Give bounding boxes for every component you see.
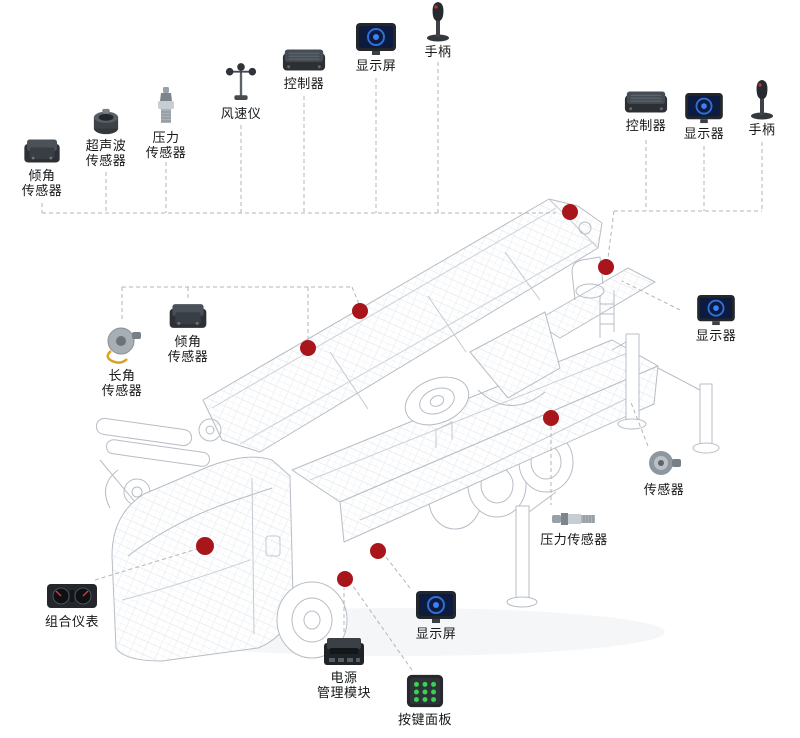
component-joystick-right: 手柄 — [728, 78, 796, 138]
connector-sensor-right — [629, 399, 649, 447]
mount-point-dot — [300, 340, 316, 356]
connector-keypad — [352, 585, 413, 671]
component-label: 长角 传感器 — [101, 369, 143, 400]
display-icon — [355, 22, 397, 56]
component-pressure-sensor-upper: 压力 传感器 — [132, 86, 200, 162]
tilt-sensor-icon — [20, 136, 64, 166]
keypad-icon — [404, 672, 446, 710]
mount-dots — [196, 204, 614, 587]
round-sensor-icon — [645, 446, 683, 480]
mount-point-dot — [337, 571, 353, 587]
tilt-sensor-icon — [166, 300, 210, 332]
component-power-module: 电源 管理模块 — [304, 634, 384, 702]
component-keypad-panel: 按键面板 — [386, 672, 464, 728]
component-label: 倾角 传感器 — [167, 335, 209, 366]
component-label: 压力 传感器 — [145, 131, 187, 162]
connector-top-right-group — [607, 140, 763, 259]
component-label: 控制器 — [283, 77, 325, 92]
component-label: 控制器 — [625, 119, 667, 134]
controller-icon — [623, 88, 669, 116]
component-label: 电源 管理模块 — [316, 671, 371, 702]
component-label: 风速仪 — [220, 107, 262, 122]
component-label: 传感器 — [643, 483, 685, 498]
component-display-mid-right: 显示器 — [682, 294, 750, 344]
component-tilt-sensor-upper-left: 倾角 传感器 — [8, 136, 76, 200]
component-controller-right: 控制器 — [612, 88, 680, 134]
display-icon — [415, 590, 457, 624]
connector-mid-left-group — [121, 286, 360, 340]
component-pressure-sensor-lower: 压力传感器 — [528, 508, 620, 548]
component-label: 显示屏 — [355, 59, 397, 74]
component-controller-upper: 控制器 — [270, 46, 338, 92]
joystick-icon — [747, 78, 777, 120]
display-icon — [684, 92, 724, 124]
component-display-lower: 显示屏 — [402, 590, 470, 642]
mount-point-dot — [370, 543, 386, 559]
cable-sensor-icon — [101, 324, 143, 366]
connector-lines — [41, 62, 763, 671]
display-icon — [696, 294, 736, 326]
component-label: 手柄 — [424, 45, 452, 60]
component-label: 显示器 — [683, 127, 725, 142]
instrument-cluster-icon — [45, 578, 99, 612]
controller-icon — [281, 46, 327, 74]
mount-point-dot — [543, 410, 559, 426]
component-display-right: 显示器 — [670, 92, 738, 142]
joystick-icon — [423, 0, 453, 42]
component-ultrasonic-sensor: 超声波 传感器 — [72, 108, 140, 170]
component-anemometer: 风速仪 — [207, 62, 275, 122]
component-display-upper: 显示屏 — [342, 22, 410, 74]
mount-point-dot — [562, 204, 578, 220]
connector-display-mid-right — [621, 280, 681, 311]
component-label: 组合仪表 — [44, 615, 99, 630]
mount-point-dot — [598, 259, 614, 275]
component-instrument-cluster: 组合仪表 — [32, 578, 112, 630]
truck-crane-wireframe — [95, 198, 720, 662]
component-label: 手柄 — [748, 123, 776, 138]
component-label: 显示屏 — [415, 627, 457, 642]
component-label: 超声波 传感器 — [85, 139, 127, 170]
mount-point-dot — [352, 303, 368, 319]
component-joystick-upper: 手柄 — [404, 0, 472, 60]
connector-instrument-cluster — [94, 548, 198, 581]
component-label: 倾角 传感器 — [21, 169, 63, 200]
component-label: 显示器 — [695, 329, 737, 344]
component-label: 按键面板 — [397, 713, 452, 728]
component-length-angle-sensor: 长角 传感器 — [88, 324, 156, 400]
pressure-sensor-icon — [153, 86, 179, 128]
connector-display-lower — [385, 556, 411, 589]
power-module-icon — [321, 634, 367, 668]
mount-point-dot — [196, 537, 214, 555]
connector-top-left-group — [41, 62, 556, 214]
ultrasonic-sensor-icon — [89, 108, 123, 136]
component-label: 压力传感器 — [540, 533, 608, 548]
anemometer-icon — [224, 62, 258, 104]
component-sensor-right: 传感器 — [630, 446, 698, 498]
component-tilt-sensor-mid-left: 倾角 传感器 — [154, 300, 222, 366]
pressure-sensor-icon — [551, 508, 597, 530]
